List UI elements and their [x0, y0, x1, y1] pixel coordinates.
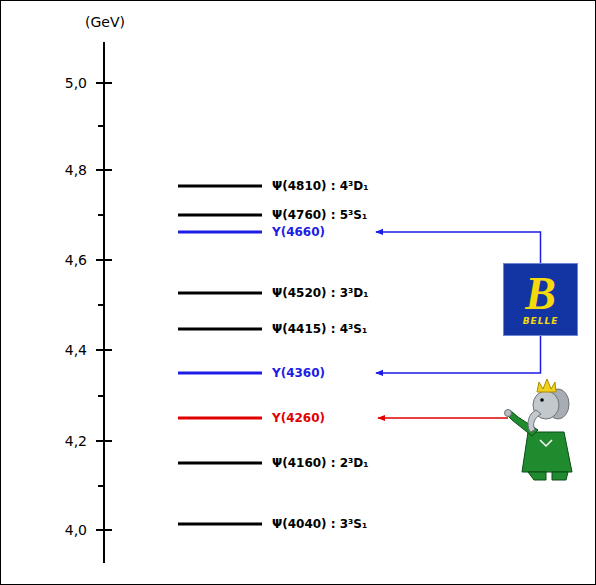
major-tick: [96, 440, 112, 442]
pointer-arrow: [378, 417, 508, 419]
level-line: [178, 185, 262, 188]
level-line: [178, 214, 262, 217]
logo-name: BELLE: [523, 316, 559, 327]
tick-label: 4,6: [65, 252, 87, 269]
energy-levels: [178, 186, 262, 524]
level-line: [178, 462, 262, 465]
level-line: [178, 328, 262, 331]
elephant-trunk: [528, 410, 541, 432]
logo-letter: B: [525, 272, 556, 316]
major-tick: [96, 259, 112, 261]
pointer-arrow: [376, 336, 541, 373]
state-label: Y(4260): [272, 411, 325, 425]
belle-logo: BBELLE: [503, 263, 578, 336]
tick-label: 4,0: [65, 522, 87, 539]
axis-unit: (GeV): [85, 14, 125, 31]
level-label: Ψ(4040) : 3³S₁: [272, 517, 367, 531]
level-label: Ψ(4760) : 5³S₁: [272, 208, 367, 222]
elephant-crown: [537, 379, 556, 392]
elephant-legs: [528, 472, 568, 480]
level-line: [178, 231, 262, 234]
pointer-arrow: [376, 232, 541, 263]
level-line: [178, 292, 262, 295]
tick-label: 5,0: [65, 75, 87, 92]
level-label: Ψ(4415) : 4³S₁: [272, 322, 367, 336]
major-tick: [96, 529, 112, 531]
major-tick: [96, 82, 112, 84]
energy-axis: [96, 42, 112, 563]
axis-line: [103, 42, 105, 563]
major-tick: [96, 169, 112, 171]
elephant-suit: [522, 432, 572, 472]
suit-collar: [540, 440, 552, 446]
minor-tick: [98, 304, 104, 306]
minor-tick: [98, 395, 104, 397]
minor-tick: [98, 485, 104, 487]
level-label: Ψ(4520) : 3³D₁: [272, 286, 369, 300]
minor-tick: [98, 125, 104, 127]
level-line: [178, 417, 262, 420]
tick-label: 4,2: [65, 433, 87, 450]
state-name: Y(4660): [272, 225, 325, 239]
elephant-hand: [505, 410, 512, 417]
level-line: [178, 523, 262, 526]
tick-label: 4,8: [65, 162, 87, 179]
state-label: Y(4360): [272, 366, 325, 380]
minor-tick: [98, 214, 104, 216]
elephant-eye: [540, 398, 544, 402]
tick-label: 4,4: [65, 342, 87, 359]
level-label: Ψ(4160) : 2³D₁: [272, 456, 369, 470]
state-name: Y(4260): [272, 411, 325, 425]
level-label: Ψ(4810) : 4³D₁: [272, 179, 369, 193]
state-label: Y(4660): [272, 225, 325, 239]
level-line: [178, 372, 262, 375]
major-tick: [96, 349, 112, 351]
state-name: Y(4360): [272, 366, 325, 380]
babar-elephant: [505, 379, 573, 480]
